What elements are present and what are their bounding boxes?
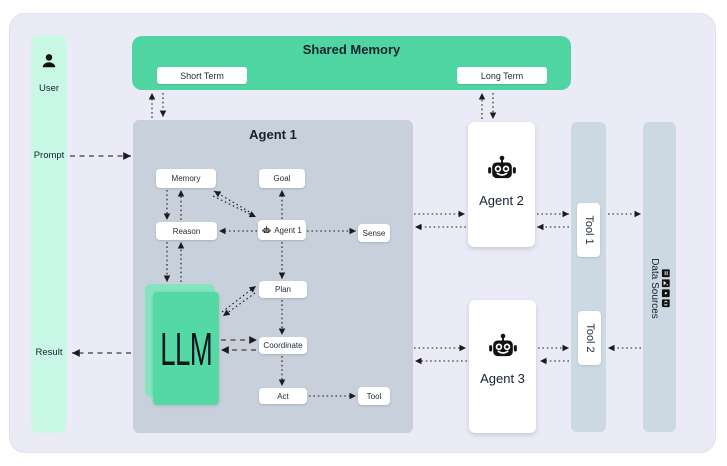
- image-icon: [662, 279, 670, 287]
- node-agent1: Agent 1: [258, 220, 306, 240]
- agent1-panel-title: Agent 1: [249, 127, 297, 142]
- robot-mini-icon: [262, 225, 271, 235]
- code-icon: [662, 299, 670, 307]
- long-term-box: Long Term: [457, 67, 547, 84]
- prompt-label: Prompt: [33, 150, 65, 161]
- robot-icon: [488, 333, 518, 368]
- shared-memory-title: Shared Memory: [302, 42, 401, 57]
- node-sense: Sense: [358, 224, 390, 242]
- agent3-label: Agent 3: [480, 371, 525, 386]
- user-lane: [31, 35, 67, 433]
- robot-icon: [487, 155, 517, 190]
- tool2-label: Tool 2: [583, 323, 596, 353]
- tool1-label: Tool 1: [582, 215, 595, 245]
- node-goal: Goal: [259, 169, 305, 188]
- node-reason: Reason: [156, 222, 217, 240]
- node-plan: Plan: [259, 281, 307, 298]
- user-icon: [31, 52, 67, 70]
- data-sources-label-group: Data Sources: [641, 250, 678, 326]
- database-icon: [662, 269, 670, 277]
- result-label: Result: [35, 347, 63, 358]
- node-act: Act: [259, 388, 307, 404]
- data-sources-lane: [643, 122, 676, 432]
- llm-label: LLM: [160, 322, 212, 375]
- user-label: User: [38, 83, 60, 94]
- node-coordinate: Coordinate: [259, 337, 307, 354]
- document-icon: [662, 289, 670, 297]
- agent3-card: Agent 3: [469, 300, 536, 433]
- node-memory: Memory: [156, 169, 216, 188]
- tool2-label-box: Tool 2: [578, 311, 601, 365]
- node-agent1-label: Agent 1: [274, 225, 302, 235]
- llm-card: LLM: [153, 292, 219, 405]
- tool1-label-box: Tool 1: [577, 203, 600, 257]
- data-source-icons: [662, 269, 670, 307]
- shared-memory-bar: Shared Memory Short Term Long Term: [132, 36, 571, 90]
- tool-lane: [571, 122, 606, 432]
- data-sources-label: Data Sources: [649, 257, 660, 319]
- agent2-label: Agent 2: [479, 193, 524, 208]
- node-tool: Tool: [358, 387, 390, 405]
- short-term-box: Short Term: [157, 67, 247, 84]
- agent2-card: Agent 2: [468, 122, 535, 247]
